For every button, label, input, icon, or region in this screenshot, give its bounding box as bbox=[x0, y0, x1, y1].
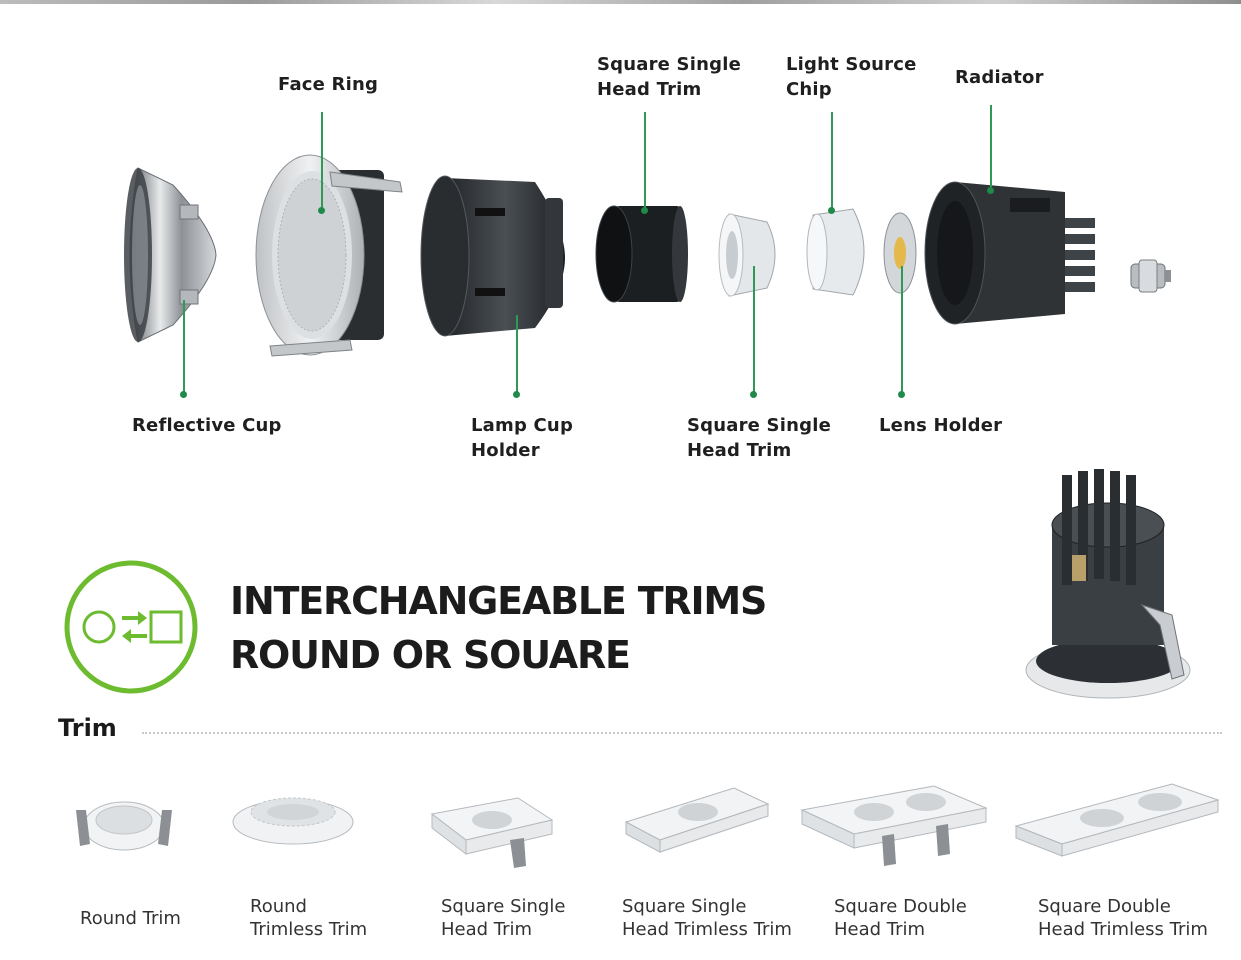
label-lens-holder: Lens Holder bbox=[879, 415, 1003, 436]
label-light-source-chip: Light Source Chip bbox=[786, 54, 917, 100]
connector-image bbox=[1130, 259, 1171, 293]
trim-caption-square-double-head-trim: Square Double Head Trim bbox=[834, 896, 967, 940]
round-trimless-trim-image bbox=[232, 797, 354, 845]
trim-caption-round-trim: Round Trim bbox=[80, 908, 181, 929]
label-reflective-cup: Reflective Cup bbox=[132, 415, 282, 436]
leader-square-trim-bottom bbox=[753, 266, 755, 394]
leader-dot-light-source-chip bbox=[828, 207, 835, 214]
leader-dot-lamp-cup-holder bbox=[513, 391, 520, 398]
reflective-cup-image bbox=[124, 167, 217, 343]
trim-caption-square-single-head-trimless-trim: Square Single Head Trimless Trim bbox=[622, 896, 792, 940]
light-source-chip-image bbox=[806, 208, 865, 296]
leader-face-ring bbox=[321, 112, 323, 210]
assembled-downlight-image bbox=[1025, 469, 1191, 699]
headline: INTERCHANGEABLE TRIMS ROUND OR SOUARE bbox=[230, 574, 767, 682]
leader-lens-holder bbox=[901, 266, 903, 394]
lamp-cup-holder-image bbox=[420, 175, 565, 337]
leader-light-source-chip bbox=[831, 112, 833, 210]
leader-dot-face-ring bbox=[318, 207, 325, 214]
leader-square-trim-top bbox=[644, 112, 646, 210]
headline-line-1: INTERCHANGEABLE TRIMS bbox=[230, 579, 767, 623]
square-double-head-trimless-trim-image bbox=[1014, 783, 1220, 857]
leader-dot-reflective-cup bbox=[180, 391, 187, 398]
label-lamp-cup-holder: Lamp Cup Holder bbox=[471, 415, 574, 461]
leader-lamp-cup-holder bbox=[516, 315, 518, 394]
leader-dot-radiator bbox=[987, 187, 994, 194]
trim-caption-square-single-head-trim: Square Single Head Trim bbox=[441, 896, 566, 940]
lens-holder-image bbox=[883, 212, 917, 294]
square-single-head-trim-image bbox=[430, 797, 554, 868]
leader-dot-square-trim-bottom bbox=[750, 391, 757, 398]
round-trim-image bbox=[76, 801, 172, 851]
label-radiator: Radiator bbox=[955, 67, 1044, 88]
lens-image bbox=[718, 213, 776, 297]
top-border-strip bbox=[0, 0, 1241, 4]
trim-caption-square-double-head-trimless-trim: Square Double Head Trimless Trim bbox=[1038, 896, 1208, 940]
circle-to-square-swap-icon bbox=[64, 560, 198, 694]
leader-reflective-cup bbox=[183, 300, 185, 394]
label-square-single-head-trim-bottom: Square Single Head Trim bbox=[687, 415, 831, 461]
square-double-head-trim-image bbox=[800, 785, 988, 866]
label-square-single-head-trim-top: Square Single Head Trim bbox=[597, 54, 741, 100]
radiator-image bbox=[924, 181, 1095, 325]
trim-section-divider bbox=[142, 732, 1222, 734]
leader-dot-lens-holder bbox=[898, 391, 905, 398]
face-ring-image bbox=[255, 154, 403, 357]
square-single-head-trim-part-image bbox=[595, 205, 688, 303]
trim-caption-round-trimless-trim: Round Trimless Trim bbox=[250, 896, 368, 940]
leader-radiator bbox=[990, 105, 992, 190]
leader-dot-square-trim-top bbox=[641, 207, 648, 214]
label-face-ring: Face Ring bbox=[278, 74, 379, 95]
square-single-head-trimless-trim-image bbox=[624, 787, 770, 853]
headline-line-2: ROUND OR SOUARE bbox=[230, 633, 631, 677]
trim-section-title: Trim bbox=[58, 714, 117, 742]
